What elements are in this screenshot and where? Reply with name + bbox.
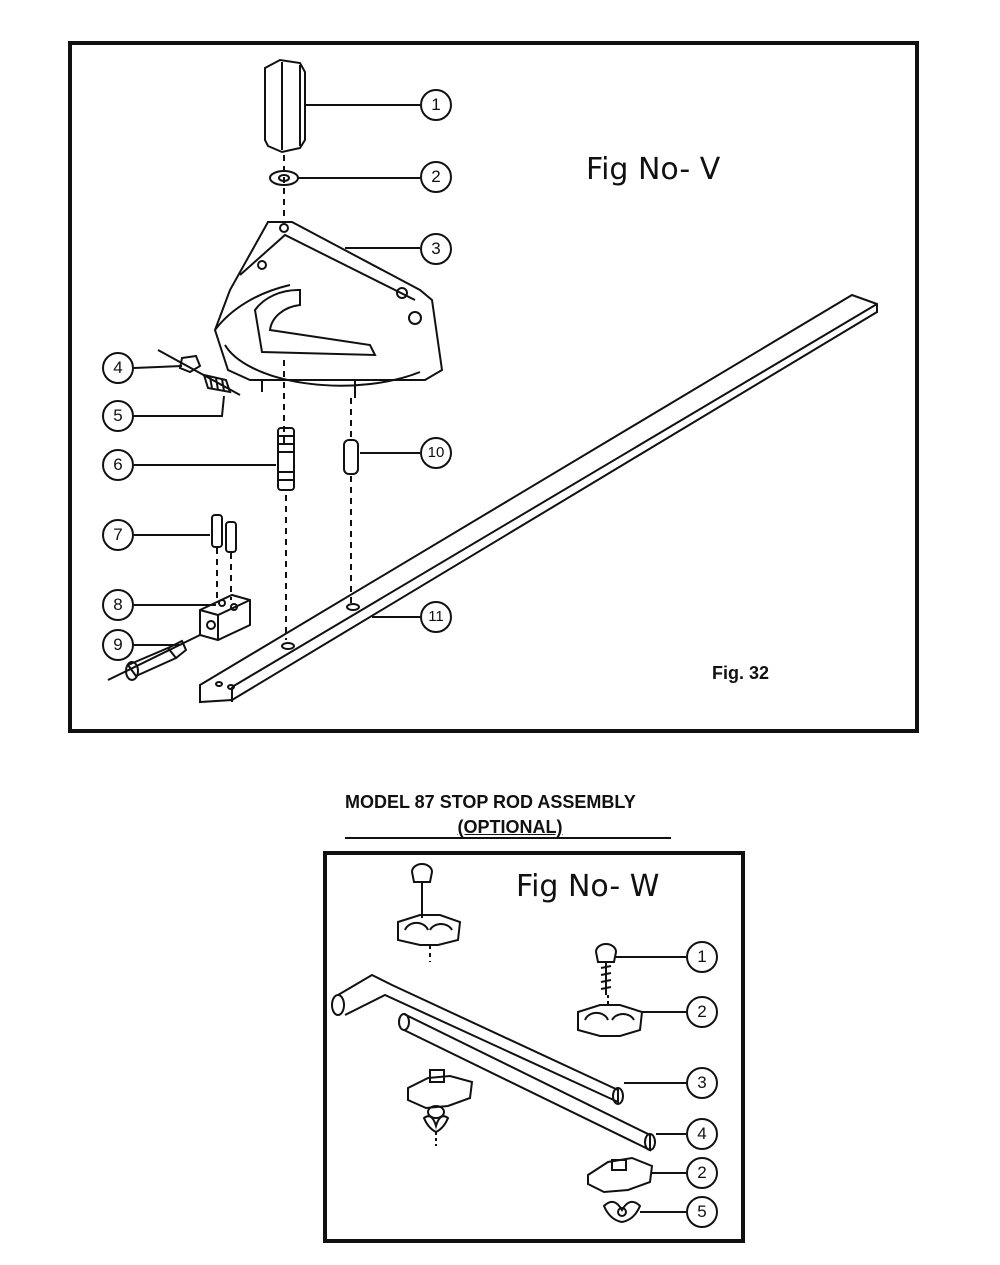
pin-part [343, 439, 359, 475]
bolt-part-w1 [594, 943, 618, 995]
callout-w-1: 1 [686, 941, 718, 973]
title-underline [345, 837, 671, 839]
top-clamp-assembly [397, 863, 462, 962]
callout-w-4: 4 [686, 1118, 718, 1150]
figure-reference: Fig. 32 [712, 663, 770, 683]
callout-v-11: 11 [420, 601, 452, 633]
clamp-part-w2-lower [587, 1156, 654, 1194]
callout-v-4: 4 [102, 352, 134, 384]
fig-w-frame [323, 851, 745, 1243]
fig-w-label: Fig No- W [516, 869, 660, 904]
stop-block-part [199, 593, 251, 642]
callout-v-2: 2 [420, 161, 452, 193]
callout-v-6: 6 [102, 449, 134, 481]
adjust-screw-part [202, 373, 232, 394]
wing-nut-part [602, 1200, 642, 1224]
straight-rod-part [398, 1013, 656, 1152]
miter-head-part [213, 221, 444, 398]
fig-v-label: Fig No- V [586, 152, 721, 187]
l-rod-part [331, 973, 624, 1105]
callout-w-2-lower: 2 [686, 1157, 718, 1189]
hex-knob-part [264, 58, 306, 154]
callout-w-5: 5 [686, 1196, 718, 1228]
miter-bar-part [199, 293, 878, 704]
callout-v-5: 5 [102, 400, 134, 432]
assembly-title: MODEL 87 STOP ROD ASSEMBLY [345, 792, 636, 812]
lower-clamp-assembly [407, 1069, 474, 1146]
callout-v-1: 1 [420, 89, 452, 121]
callout-v-9: 9 [102, 629, 134, 661]
stud-part [277, 427, 295, 491]
callout-v-3: 3 [420, 233, 452, 265]
set-screws-part [211, 514, 237, 553]
assembly-subtitle: (OPTIONAL) [457, 817, 563, 837]
callout-w-3: 3 [686, 1067, 718, 1099]
callout-v-10: 10 [420, 437, 452, 469]
clamp-part-w2-upper [577, 995, 644, 1037]
callout-v-8: 8 [102, 589, 134, 621]
screw-axis-line [157, 349, 241, 396]
callout-w-2-upper: 2 [686, 996, 718, 1028]
fig-v-frame [68, 41, 919, 733]
callout-v-7: 7 [102, 519, 134, 551]
